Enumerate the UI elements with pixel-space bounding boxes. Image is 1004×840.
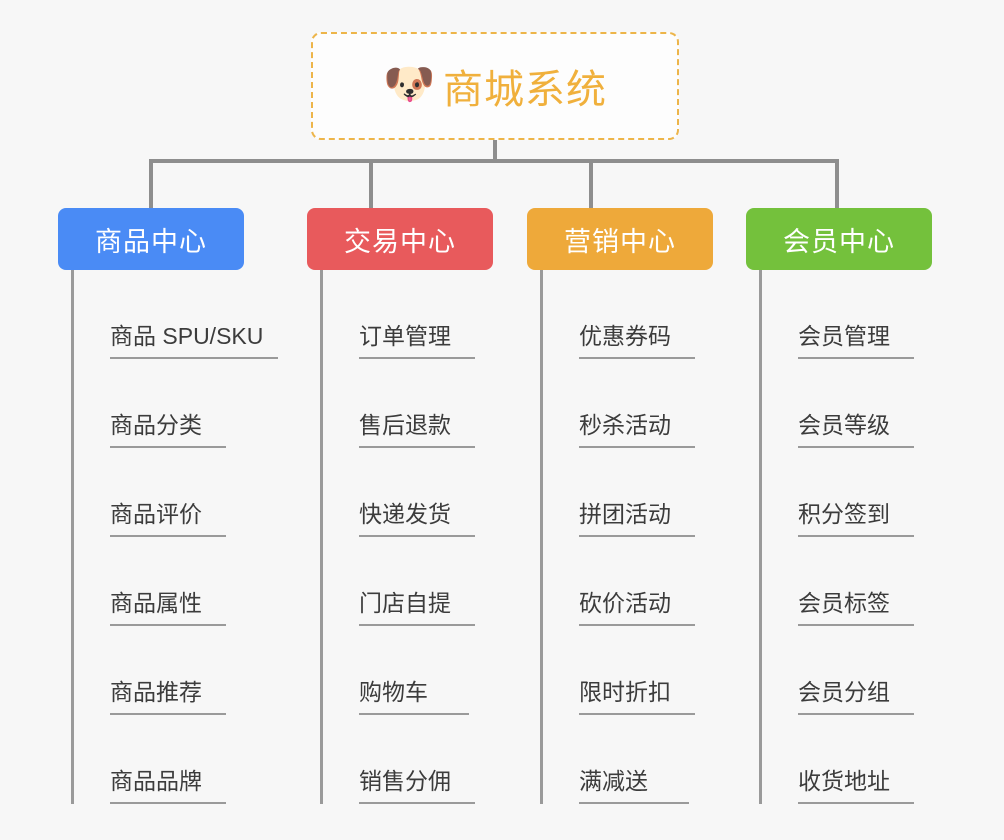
- leaf-item[interactable]: 商品品牌: [74, 715, 278, 804]
- leaf-label: 快递发货: [359, 495, 475, 537]
- leaf-label: 砍价活动: [579, 584, 695, 626]
- leaf-label: 优惠券码: [579, 317, 695, 359]
- category-header-4[interactable]: 会员中心: [746, 208, 932, 270]
- leaf-item[interactable]: 购物车: [323, 626, 527, 715]
- leaf-list-2: 订单管理 售后退款 快递发货 门店自提 购物车 销售分佣: [320, 270, 527, 804]
- leaf-label: 商品品牌: [110, 762, 226, 804]
- leaf-item[interactable]: 会员等级: [762, 359, 966, 448]
- leaf-label: 商品 SPU/SKU: [110, 317, 278, 359]
- leaf-item[interactable]: 商品属性: [74, 537, 278, 626]
- leaf-list-3: 优惠券码 秒杀活动 拼团活动 砍价活动 限时折扣 满减送: [540, 270, 747, 804]
- leaf-list-1: 商品 SPU/SKU 商品分类 商品评价 商品属性 商品推荐 商品品牌: [71, 270, 278, 804]
- leaf-label: 商品属性: [110, 584, 226, 626]
- leaf-item[interactable]: 商品分类: [74, 359, 278, 448]
- leaf-item[interactable]: 满减送: [543, 715, 747, 804]
- leaf-label: 限时折扣: [579, 673, 695, 715]
- leaf-item[interactable]: 销售分佣: [323, 715, 527, 804]
- connector-horizontal-bus: [149, 159, 839, 163]
- shiba-dog-face-icon: 🐶: [383, 60, 436, 107]
- leaf-label: 会员标签: [798, 584, 914, 626]
- leaf-label: 会员等级: [798, 406, 914, 448]
- category-title-1: 商品中心: [95, 226, 207, 257]
- branch-column-3: 营销中心 优惠券码 秒杀活动 拼团活动 砍价活动 限时折扣 满减送: [527, 208, 747, 804]
- branch-column-1: 商品中心 商品 SPU/SKU 商品分类 商品评价 商品属性 商品推荐 商品品牌: [58, 208, 278, 804]
- leaf-item[interactable]: 秒杀活动: [543, 359, 747, 448]
- leaf-label: 商品分类: [110, 406, 226, 448]
- leaf-item[interactable]: 优惠券码: [543, 270, 747, 359]
- leaf-item[interactable]: 收货地址: [762, 715, 966, 804]
- leaf-label: 收货地址: [798, 762, 914, 804]
- connector-drop-2: [369, 161, 373, 208]
- leaf-list-4: 会员管理 会员等级 积分签到 会员标签 会员分组 收货地址: [759, 270, 966, 804]
- leaf-item[interactable]: 售后退款: [323, 359, 527, 448]
- leaf-label: 满减送: [579, 762, 689, 804]
- leaf-label: 会员分组: [798, 673, 914, 715]
- connector-root-stem: [493, 140, 497, 161]
- leaf-label: 售后退款: [359, 406, 475, 448]
- leaf-label: 订单管理: [359, 317, 475, 359]
- leaf-item[interactable]: 会员管理: [762, 270, 966, 359]
- root-node[interactable]: 🐶 商城系统: [311, 32, 679, 140]
- leaf-item[interactable]: 会员分组: [762, 626, 966, 715]
- leaf-label: 秒杀活动: [579, 406, 695, 448]
- leaf-item[interactable]: 砍价活动: [543, 537, 747, 626]
- leaf-label: 商品推荐: [110, 673, 226, 715]
- branch-column-4: 会员中心 会员管理 会员等级 积分签到 会员标签 会员分组 收货地址: [746, 208, 966, 804]
- connector-drop-4: [835, 161, 839, 208]
- leaf-label: 销售分佣: [359, 762, 475, 804]
- root-title: 商城系统: [443, 68, 607, 112]
- leaf-item[interactable]: 商品推荐: [74, 626, 278, 715]
- leaf-label: 商品评价: [110, 495, 226, 537]
- leaf-item[interactable]: 订单管理: [323, 270, 527, 359]
- leaf-item[interactable]: 拼团活动: [543, 448, 747, 537]
- category-header-2[interactable]: 交易中心: [307, 208, 493, 270]
- leaf-item[interactable]: 快递发货: [323, 448, 527, 537]
- category-title-4: 会员中心: [783, 226, 895, 257]
- leaf-label: 门店自提: [359, 584, 475, 626]
- leaf-label: 积分签到: [798, 495, 914, 537]
- branch-column-2: 交易中心 订单管理 售后退款 快递发货 门店自提 购物车 销售分佣: [307, 208, 527, 804]
- leaf-item[interactable]: 会员标签: [762, 537, 966, 626]
- connector-drop-3: [589, 161, 593, 208]
- leaf-item[interactable]: 积分签到: [762, 448, 966, 537]
- leaf-item[interactable]: 商品 SPU/SKU: [74, 270, 278, 359]
- leaf-label: 拼团活动: [579, 495, 695, 537]
- category-title-2: 交易中心: [344, 226, 456, 257]
- leaf-label: 会员管理: [798, 317, 914, 359]
- category-header-3[interactable]: 营销中心: [527, 208, 713, 270]
- leaf-item[interactable]: 商品评价: [74, 448, 278, 537]
- category-title-3: 营销中心: [564, 226, 676, 257]
- connector-drop-1: [149, 161, 153, 208]
- leaf-item[interactable]: 限时折扣: [543, 626, 747, 715]
- leaf-item[interactable]: 门店自提: [323, 537, 527, 626]
- category-header-1[interactable]: 商品中心: [58, 208, 244, 270]
- leaf-label: 购物车: [359, 673, 469, 715]
